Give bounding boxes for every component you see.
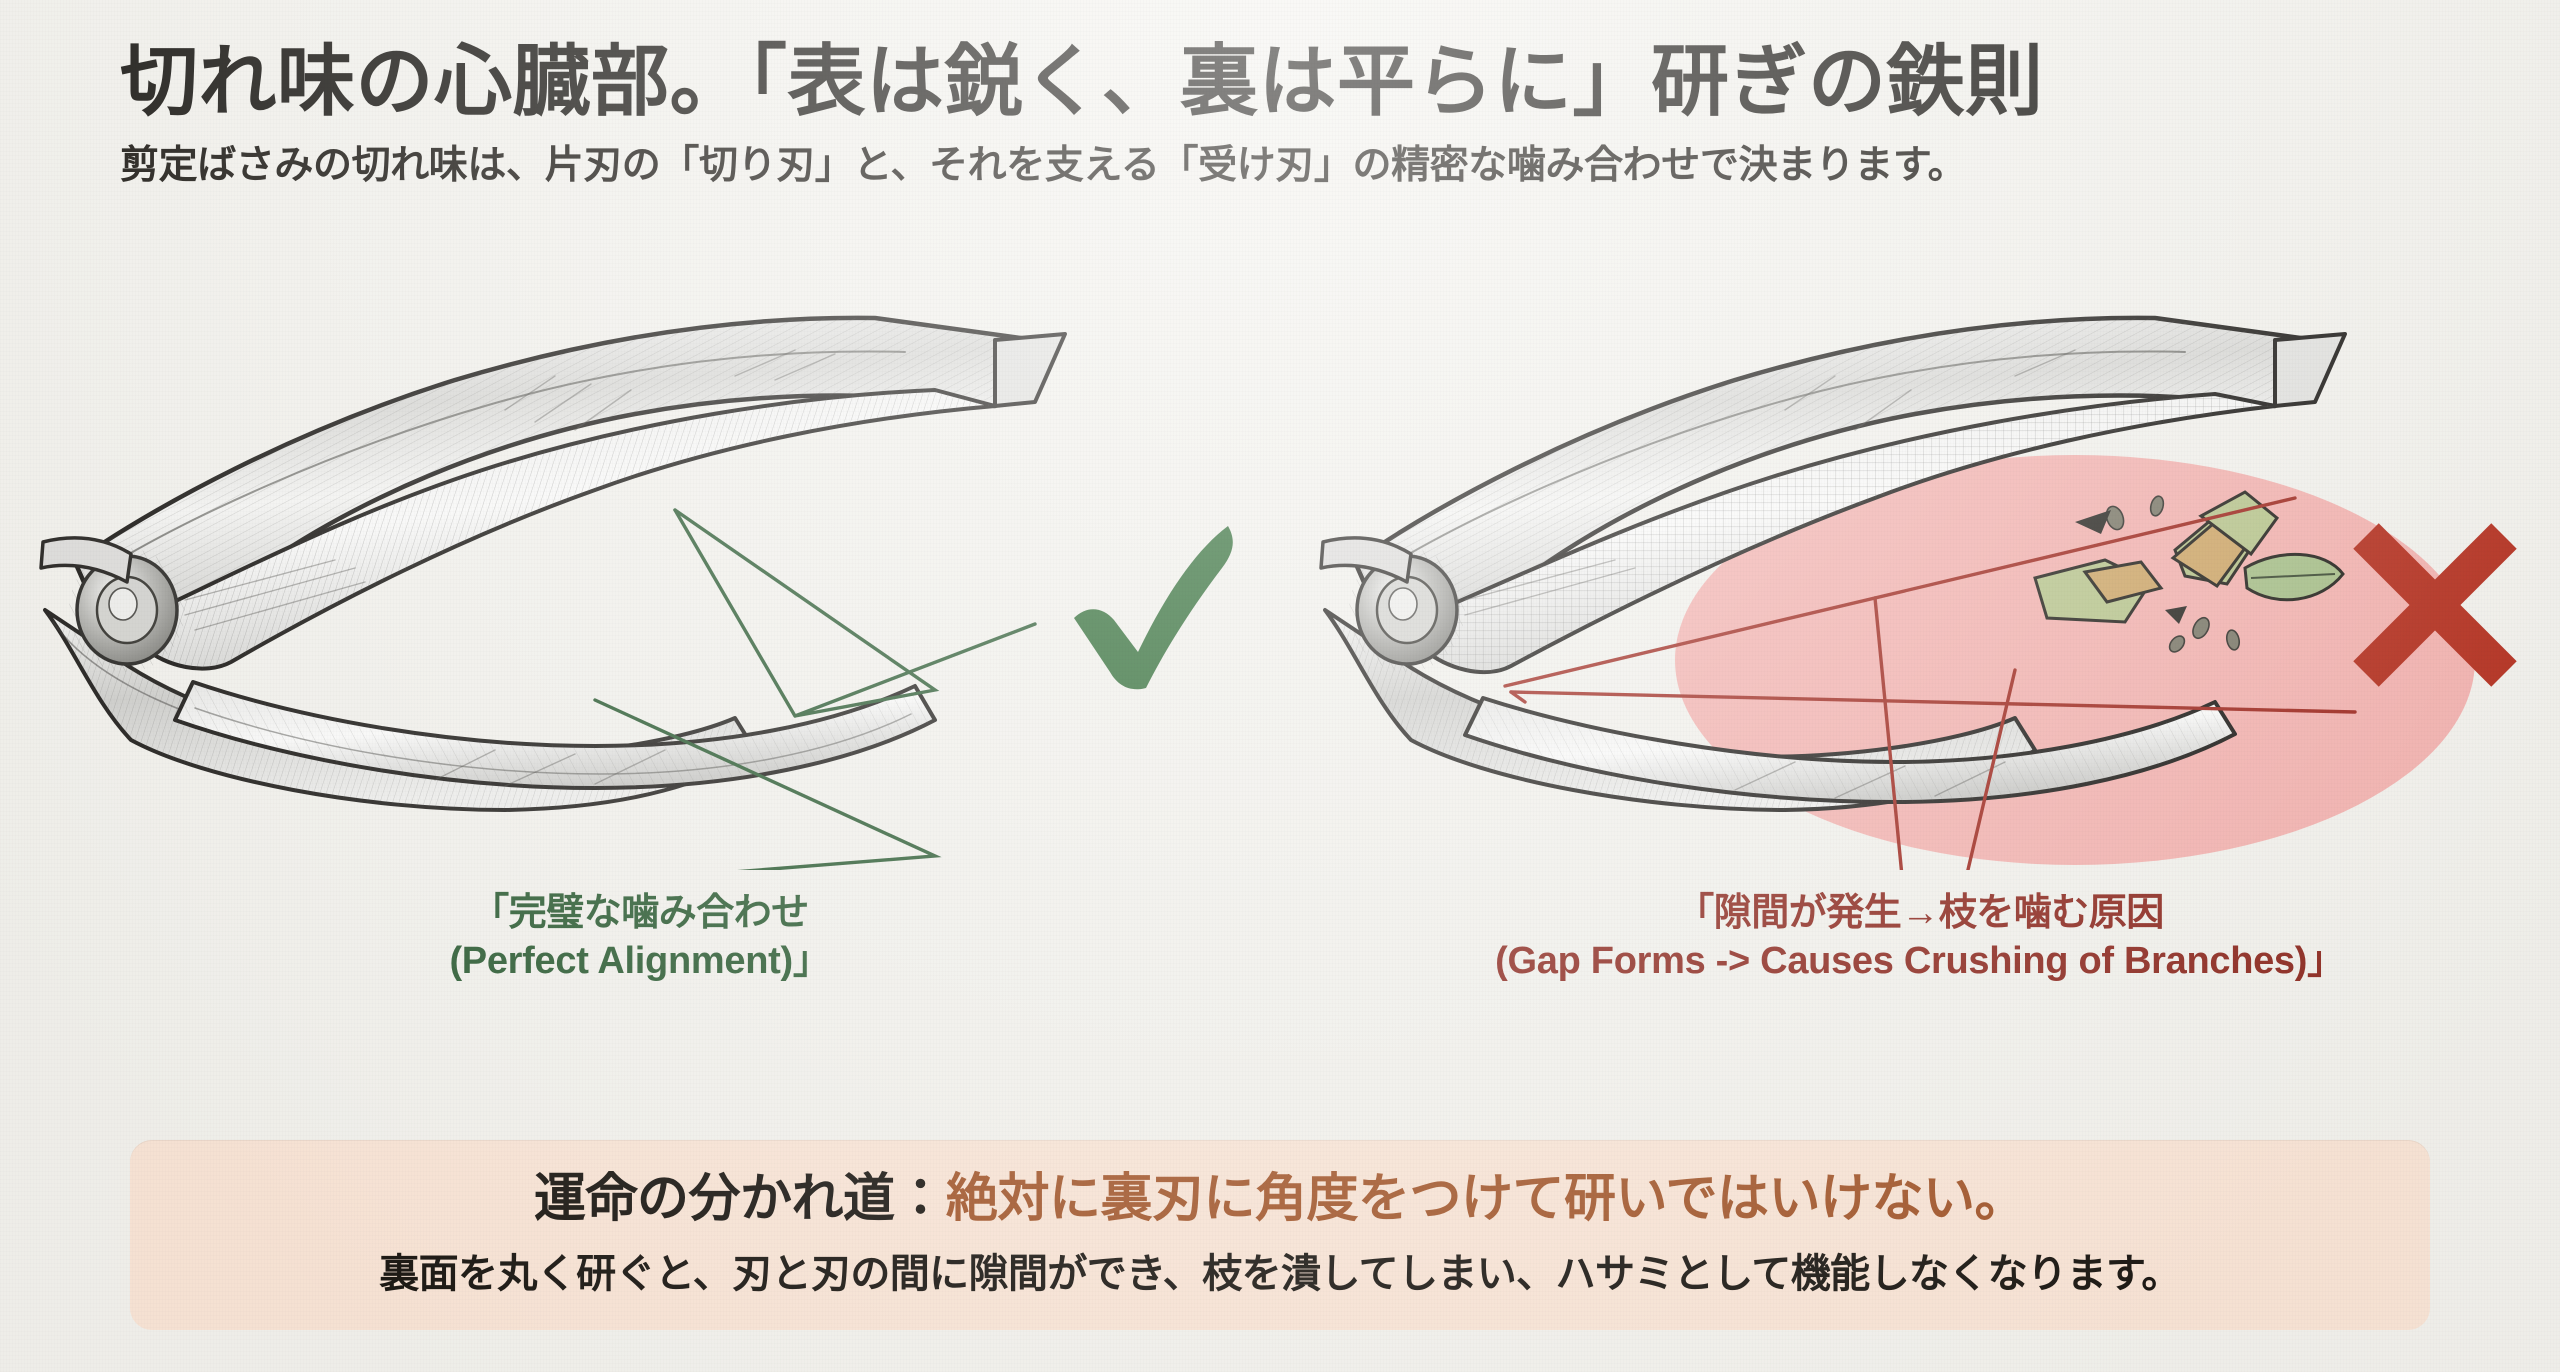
warning-headline: 運命の分かれ道：絶対に裏刃に角度をつけて研いではいけない。 [534,1171,2026,1228]
warning-label: 運命の分かれ道： [534,1170,947,1229]
comparison-panels: 「完璧な噛み合わせ (Perfect Alignment)」 [0,310,2560,1110]
page-title: 切れ味の心臓部。「表は鋭く、裏は平らに」研ぎの鉄則 [120,38,2044,125]
caption-gap-en: (Gap Forms -> Causes Crushing of Branche… [1495,939,2345,982]
caption-correct-jp: 「完璧な噛み合わせ [471,892,809,934]
warning-emphasis: 絶対に裏刃に角度をつけて研いではいけない。 [946,1170,2026,1229]
header: 切れ味の心臓部。「表は鋭く、裏は平らに」研ぎの鉄則 剪定ばさみの切れ味は、片刃の… [0,0,2560,188]
caption-gap-jp: 「隙間が発生→枝を噛む原因 [1676,892,2164,934]
page-subtitle: 剪定ばさみの切れ味は、片刃の「切り刃」と、それを支える「受け刃」の精密な噛み合わ… [120,143,1967,187]
check-mark-icon [1056,510,1246,700]
caption-correct-alignment: 「完璧な噛み合わせ (Perfect Alignment)」 [0,890,1280,986]
panel-correct-alignment: 「完璧な噛み合わせ (Perfect Alignment)」 [0,310,1280,1110]
caption-correct-en: (Perfect Alignment)」 [449,939,831,982]
panel-gap-forms: 「隙間が発生→枝を噛む原因 (Gap Forms -> Causes Crush… [1280,310,2560,1110]
caption-gap-forms: 「隙間が発生→枝を噛む原因 (Gap Forms -> Causes Crush… [1280,890,2560,986]
cross-mark-icon [2340,510,2530,700]
warning-banner: 運命の分かれ道：絶対に裏刃に角度をつけて研いではいけない。 裏面を丸く研ぐと、刃… [130,1140,2430,1330]
warning-detail: 裏面を丸く研ぐと、刃と刃の間に隙間ができ、枝を潰してしまい、ハサミとして機能しな… [379,1251,2181,1296]
